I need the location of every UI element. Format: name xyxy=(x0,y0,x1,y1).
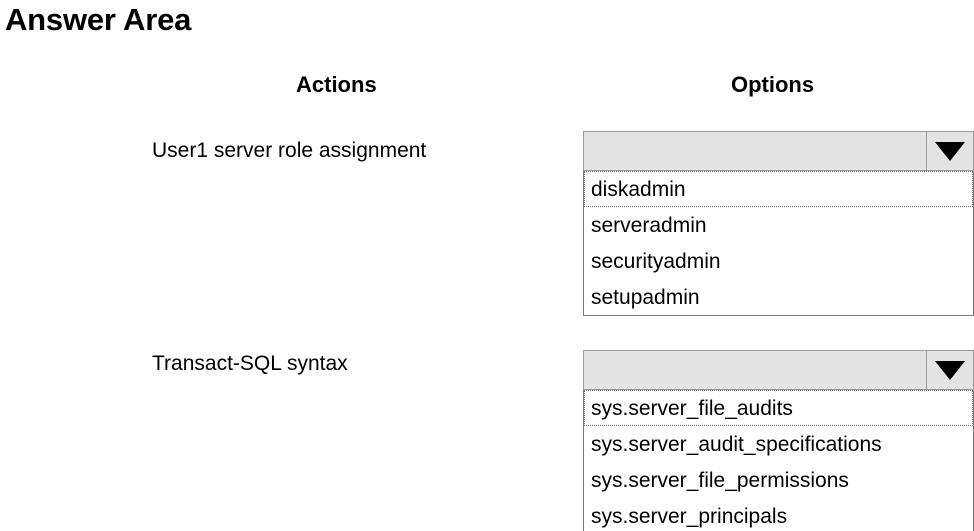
list-item[interactable]: sys.server_file_permissions xyxy=(591,469,849,492)
row-label-user1-server-role-assignment: User1 server role assignment xyxy=(152,139,427,162)
list-item[interactable]: diskadmin xyxy=(584,171,973,207)
row-label-transact-sql-syntax: Transact-SQL syntax xyxy=(152,352,348,375)
dropdown-selected-value[interactable] xyxy=(584,351,927,389)
dropdown-options-list: sys.server_file_audits sys.server_audit_… xyxy=(583,390,974,531)
column-header-options: Options xyxy=(731,72,815,97)
list-item[interactable]: sys.server_file_audits xyxy=(584,390,973,426)
chevron-down-icon xyxy=(935,360,965,380)
chevron-down-icon xyxy=(935,141,965,161)
list-item[interactable]: sys.server_audit_specifications xyxy=(591,433,882,456)
dropdown-user1-server-role-assignment[interactable] xyxy=(583,131,974,171)
list-item[interactable]: sys.server_principals xyxy=(591,505,788,528)
dropdown-group-transact-sql-syntax: sys.server_file_audits sys.server_audit_… xyxy=(583,350,974,531)
dropdown-group-user1-server-role-assignment: diskadmin serveradmin securityadmin setu… xyxy=(583,131,974,316)
dropdown-options-list: diskadmin serveradmin securityadmin setu… xyxy=(583,171,974,316)
dropdown-toggle-button[interactable] xyxy=(927,351,973,389)
list-item[interactable]: serveradmin xyxy=(591,214,707,237)
dropdown-transact-sql-syntax[interactable] xyxy=(583,350,974,390)
dropdown-toggle-button[interactable] xyxy=(927,132,973,170)
column-header-actions: Actions xyxy=(296,72,377,97)
list-item[interactable]: setupadmin xyxy=(591,286,700,309)
page-title: Answer Area xyxy=(5,2,192,37)
dropdown-selected-value[interactable] xyxy=(584,132,927,170)
list-item[interactable]: securityadmin xyxy=(591,250,721,273)
